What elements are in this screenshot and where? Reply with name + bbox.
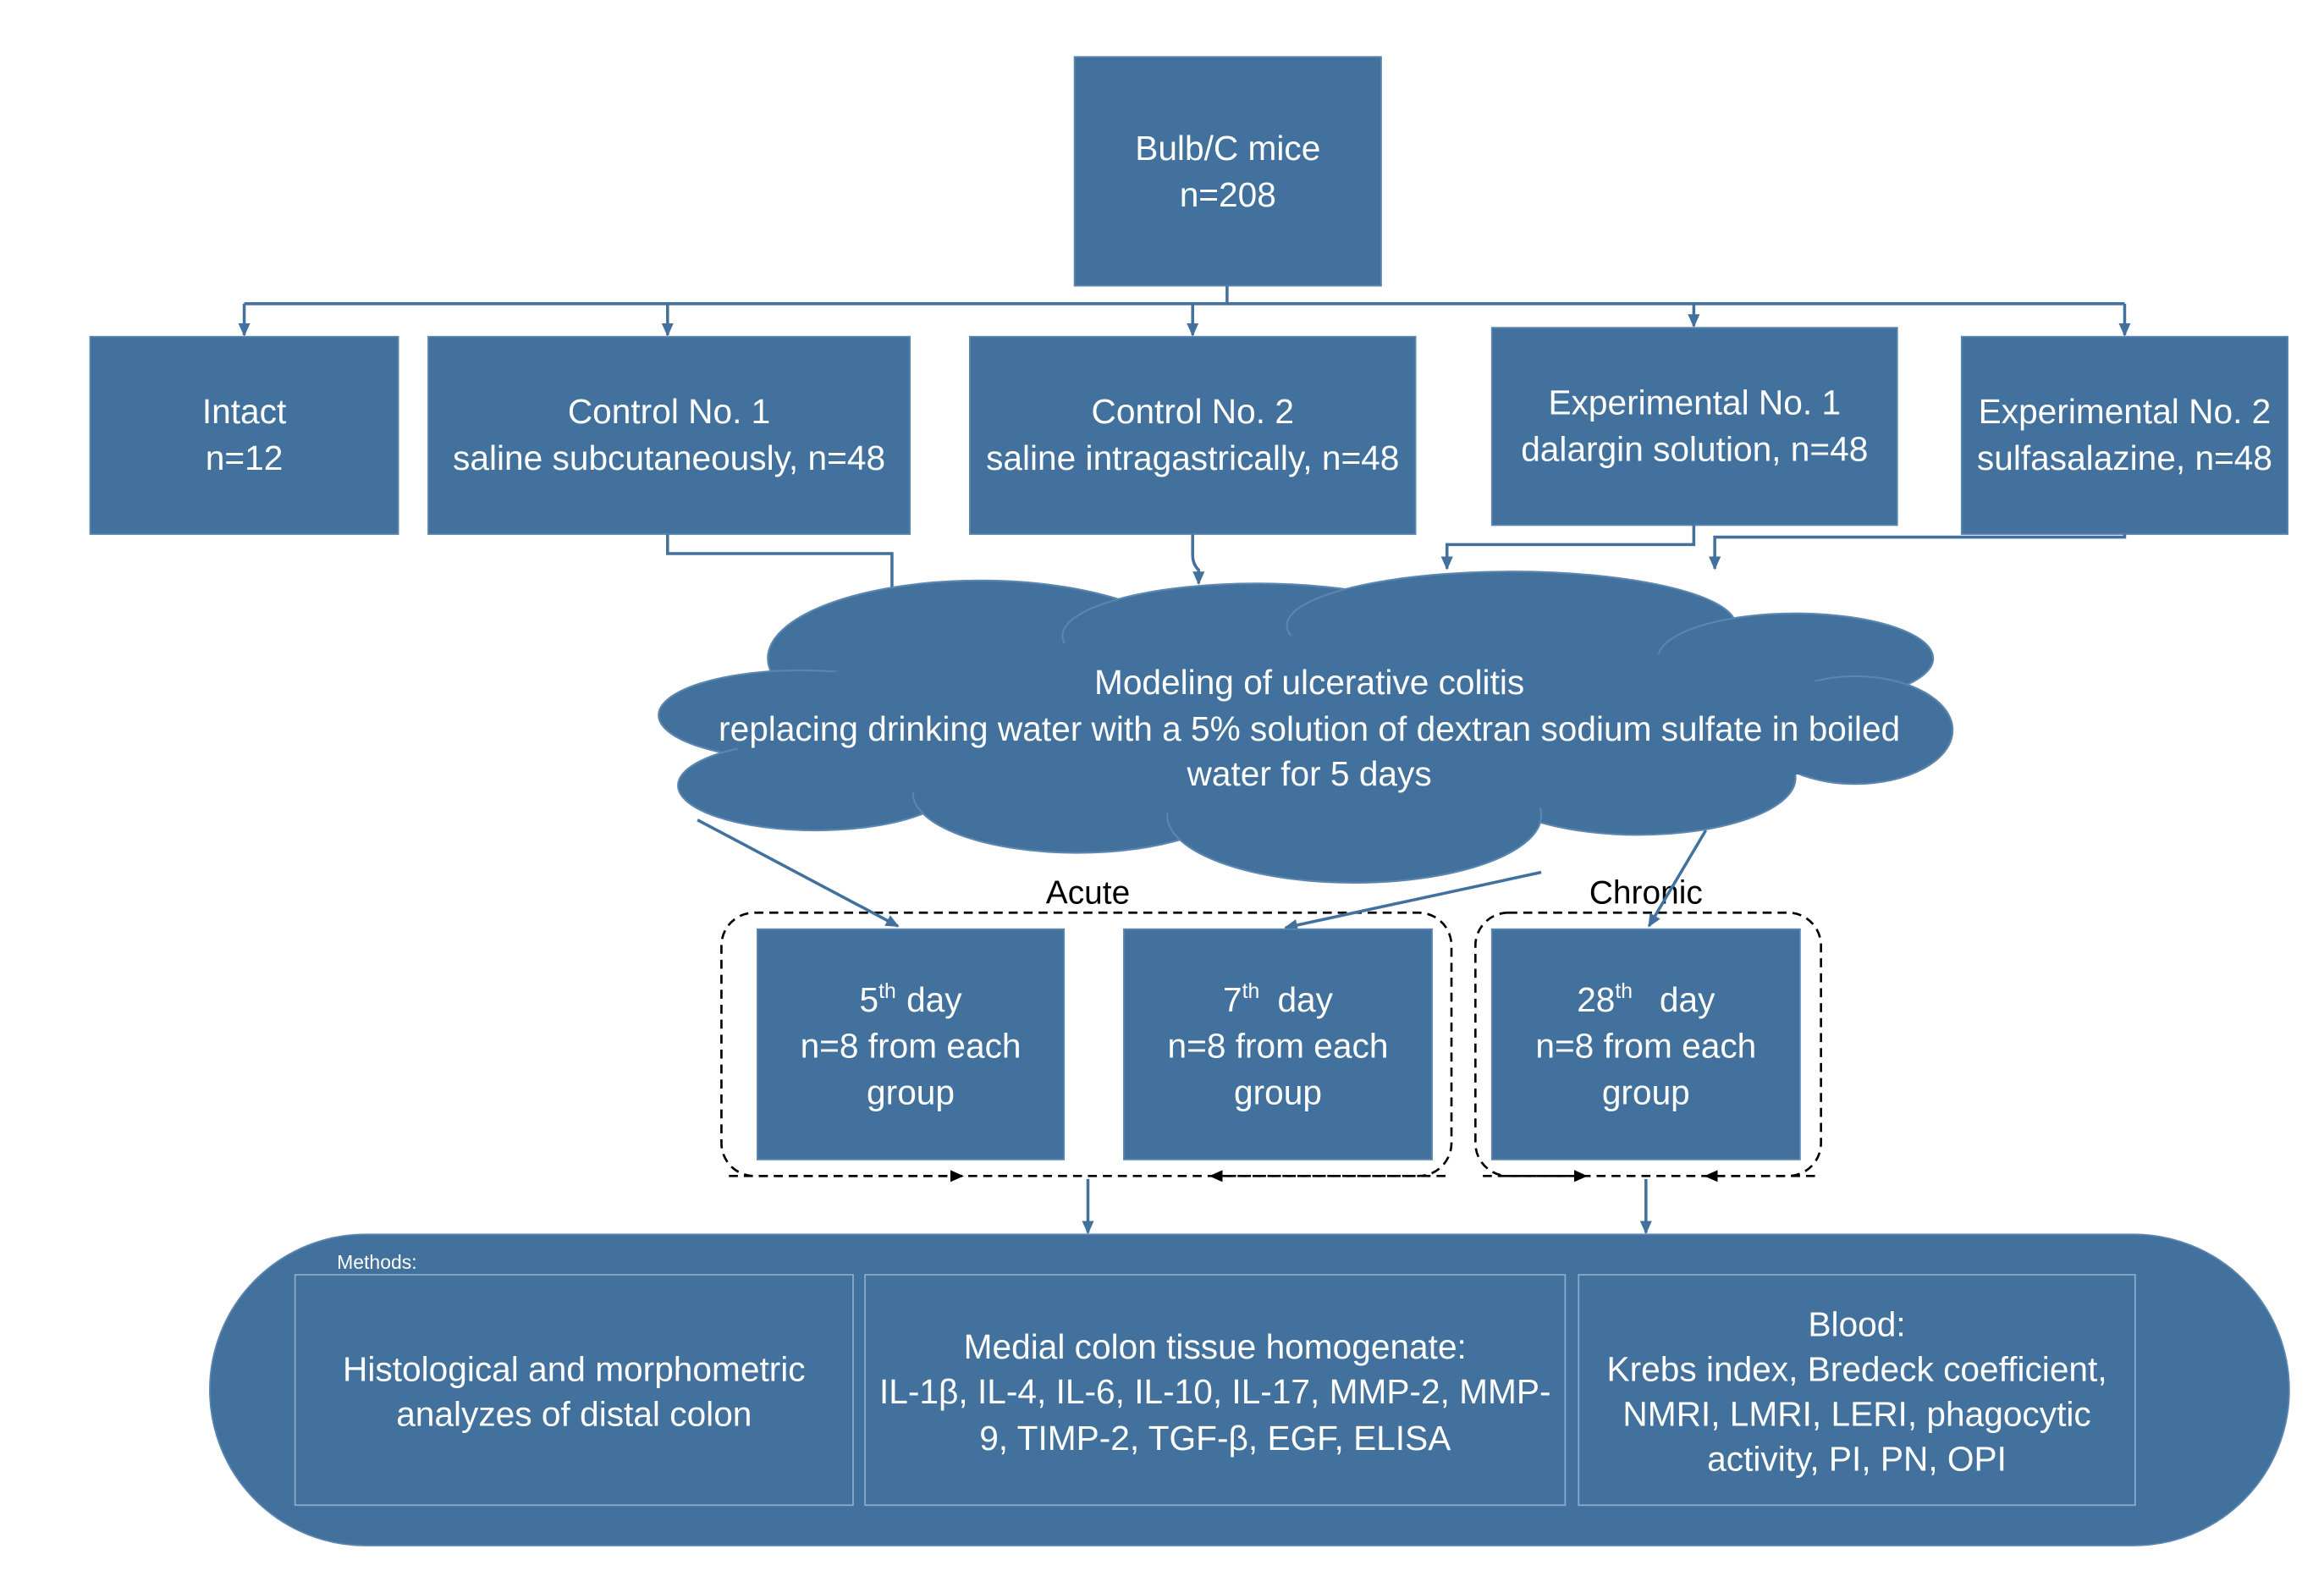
methods-panel-homogenate-line-1: Medial colon tissue homogenate: [964,1327,1467,1366]
timepoint-node-day-28: 28th day n=8 from each group [1490,928,1801,1160]
day-number: 7 [1223,980,1242,1019]
root-node-title: Bulb/C mice [1135,129,1320,168]
day-number: 5 [859,980,878,1019]
timepoint-node-day-7-line-2: n=8 from each [1168,1027,1389,1066]
group-node-intact-title: Intact [202,392,286,431]
timepoint-node-day-7-box [1123,928,1433,1160]
connector-modeling-to-day-28 [1647,830,1708,928]
methods-panel-homogenate: Medial colon tissue homogenate: IL-1β, I… [864,1274,1567,1507]
day-suffix: th [878,980,896,1003]
group-node-control-1: Control No. 1 saline subcutaneously, n=4… [427,335,911,535]
timepoint-node-day-28-title: 28th day [1577,980,1715,1019]
group-node-control-2-title: Control No. 2 [1092,392,1294,431]
timepoint-node-day-5-line-3: group [867,1073,955,1112]
timepoint-node-day-28-line-3: group [1602,1073,1690,1112]
phase-label-acute: Acute [1046,875,1130,912]
connector-experimental-2-to-modeling [1709,534,2127,571]
methods-panel-blood-line-4: activity, PI, PN, OPI [1707,1440,2007,1479]
methods-panel-blood-line-1: Blood: [1808,1304,1905,1343]
connector-control-1-to-modeling [666,534,899,606]
group-to-modeling-connectors [666,525,2127,606]
group-node-control-2-box [968,335,1417,535]
acute-phase-outline [720,911,1453,1177]
methods-section: Methods: Histological and morphometric a… [209,1233,2290,1546]
methods-panel-blood-line-2: Krebs index, Bredeck coefficient, [1606,1350,2106,1389]
methods-panel-histology-line-1: Histological and morphometric [343,1350,806,1389]
methods-panel-blood: Blood: Krebs index, Bredeck coefficient,… [1578,1274,2136,1507]
group-node-experimental-2-detail: sulfasalazine, n=48 [1977,438,2272,477]
day-number: 28 [1577,980,1615,1019]
methods-panel-blood-frame [1578,1274,2136,1507]
group-node-experimental-2: Experimental No. 2 sulfasalazine, n=48 [1960,335,2289,535]
methods-panel-histology-line-2: analyzes of distal colon [396,1395,752,1434]
group-node-control-1-detail: saline subcutaneously, n=48 [453,438,885,477]
chronic-phase-outline [1473,911,1822,1177]
methods-panel-homogenate-frame [864,1274,1567,1507]
methods-capsule [209,1233,2290,1546]
modeling-cloud: Modeling of ulcerative colitis replacing… [658,571,1954,884]
day-word: day [906,980,962,1019]
modeling-to-timepoint-connectors [697,819,1708,931]
group-node-intact-box [89,335,399,535]
group-node-experimental-1: Experimental No. 1 dalargin solution, n=… [1490,327,1898,526]
group-node-intact-detail: n=12 [206,438,284,477]
root-branch-connectors [238,285,2131,337]
group-node-experimental-2-title: Experimental No. 2 [1979,392,2272,431]
modeling-description-line-2: water for 5 days [1187,754,1432,793]
connector-control-2-to-modeling [1191,534,1205,586]
group-node-control-2-detail: saline intragastrically, n=48 [986,438,1399,477]
timepoint-node-day-28-box [1490,928,1801,1160]
group-node-intact: Intact n=12 [89,335,399,535]
connector-modeling-to-day-7 [1284,870,1542,931]
connector-root-bus [244,285,2125,306]
root-node-count: n=208 [1180,175,1276,214]
connector-experimental-1-to-modeling [1440,525,1696,571]
methods-panel-histology-frame [294,1274,854,1507]
group-node-control-1-box [427,335,911,535]
timepoint-node-day-28-line-2: n=8 from each [1535,1027,1756,1066]
group-node-experimental-2-box [1960,335,2289,535]
modeling-title: Modeling of ulcerative colitis [1094,663,1524,702]
root-node: Bulb/C mice n=208 [1073,56,1382,287]
methods-panel-homogenate-line-3: 9, TIMP-2, TGF-β, EGF, ELISA [979,1419,1451,1458]
methods-label: Methods: [337,1251,416,1273]
methods-panel-homogenate-line-2: IL-1β, IL-4, IL-6, IL-10, IL-17, MMP-2, … [879,1372,1551,1411]
day-suffix: th [1615,980,1633,1003]
cloud-core [718,636,1892,816]
methods-panel-histology: Histological and morphometric analyzes o… [294,1274,854,1507]
modeling-description-line-1: replacing drinking water with a 5% solut… [719,709,1900,748]
group-node-control-1-title: Control No. 1 [568,392,770,431]
group-node-experimental-1-detail: dalargin solution, n=48 [1521,429,1868,468]
connector-modeling-to-day-5 [697,819,900,928]
day-word: day [1660,980,1715,1019]
group-node-experimental-1-box [1490,327,1898,526]
day-word: day [1277,980,1333,1019]
group-node-control-2: Control No. 2 saline intragastrically, n… [968,335,1417,535]
timepoint-node-day-7-line-3: group [1234,1073,1322,1112]
phase-label-chronic: Chronic [1589,875,1703,912]
root-node-box [1073,56,1382,287]
methods-panel-blood-line-3: NMRI, LMRI, LERI, phagocytic [1622,1395,2090,1434]
day-suffix: th [1242,980,1260,1003]
timepoint-node-day-5-line-2: n=8 from each [801,1027,1022,1066]
group-node-experimental-1-title: Experimental No. 1 [1548,383,1841,422]
timepoint-node-day-5-box [756,928,1066,1160]
